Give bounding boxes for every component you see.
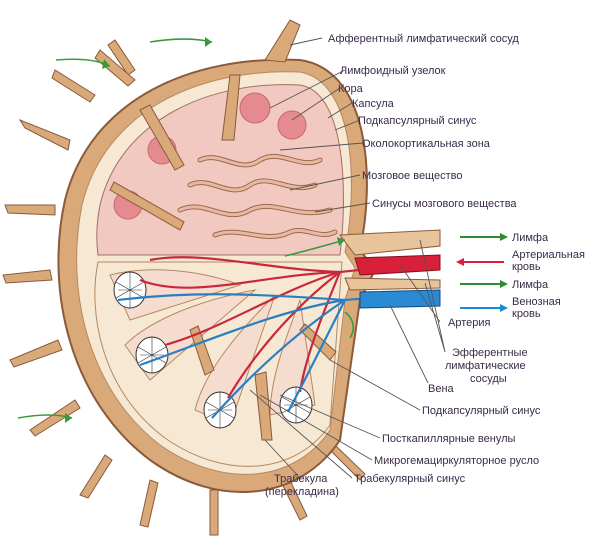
trabeculae xyxy=(109,74,241,231)
label-postcapillary-venules: Посткапиллярные венулы xyxy=(382,433,515,445)
label-cortex: Кора xyxy=(338,83,364,95)
legend-label: Лимфа xyxy=(512,232,549,244)
legend-label: Артериальная xyxy=(512,249,585,261)
legend-arrow-head xyxy=(456,258,464,266)
label-capsule: Капсула xyxy=(352,98,395,110)
lower-trabeculae xyxy=(189,323,337,441)
legend-arrow-head xyxy=(500,280,508,288)
label-medullary-sinuses: Синусы мозгового вещества xyxy=(372,198,517,210)
label-vein: Вена xyxy=(428,383,455,395)
label-afferent: Афферентный лимфатический сосуд xyxy=(328,33,519,45)
legend-arrow-head xyxy=(500,233,508,241)
label-artery: Артерия xyxy=(448,317,491,329)
legend-label: Лимфа xyxy=(512,279,549,291)
label-medulla: Мозговое вещество xyxy=(362,170,462,182)
leader-lines xyxy=(249,37,446,479)
label-trabecula-1: Трабекула xyxy=(274,473,328,485)
hilum-vein xyxy=(359,289,441,309)
legend-label: Венозная xyxy=(512,296,561,308)
label-subcapsular-sinus-top: Подкапсулярный синус xyxy=(358,115,477,127)
efferent-vessel-lower xyxy=(344,277,441,291)
label-efferent-3: сосуды xyxy=(470,373,507,385)
legend-label-line2: кровь xyxy=(512,261,541,273)
label-trabecula-2: (перекладина) xyxy=(265,486,339,498)
label-lymphoid-nodule: Лимфоидный узелок xyxy=(340,65,446,77)
label-microcirculation: Микрогемациркуляторное русло xyxy=(374,455,539,467)
label-trabecular-sinus: Трабекулярный синус xyxy=(354,473,466,485)
lymph-arrowheads xyxy=(65,37,345,423)
hilum-artery xyxy=(354,254,441,276)
legend-label-line2: кровь xyxy=(512,308,541,320)
legend-arrow-head xyxy=(500,304,508,312)
label-subcapsular-sinus-bottom: Подкапсулярный синус xyxy=(422,405,541,417)
label-efferent-2: лимфатические xyxy=(445,360,526,372)
label-efferent-1: Эфферентные xyxy=(452,347,528,359)
medullary-cords-inner xyxy=(178,154,337,238)
afferent-vessels xyxy=(94,19,301,87)
efferent-vessel xyxy=(339,229,441,256)
external-connective-tissue xyxy=(2,39,366,536)
veins xyxy=(117,293,431,419)
label-paracortex: Околокортикальная зона xyxy=(362,138,491,150)
